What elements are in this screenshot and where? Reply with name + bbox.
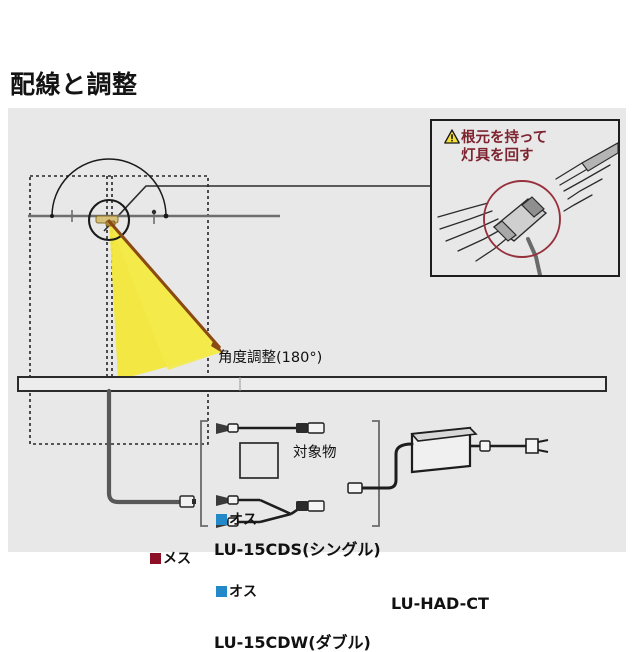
warning-line-1: 根元を持って bbox=[461, 130, 548, 146]
ac-adapter-graphic bbox=[347, 426, 549, 494]
diagram-graphics bbox=[17, 158, 607, 528]
cable-options-bracket-right bbox=[372, 420, 380, 527]
legend-female-connector: メス bbox=[150, 552, 191, 566]
legend-male-connector-single: オス bbox=[216, 513, 257, 527]
warning-inset-box: 根元を持って 灯具を回す bbox=[430, 119, 620, 277]
cabinet-outline-dashed bbox=[29, 175, 209, 445]
part-number-double-cable: LU-15CDW(ダブル) bbox=[214, 633, 371, 652]
light-fixture-barrel bbox=[492, 196, 548, 242]
rotation-arc-180 bbox=[50, 158, 169, 219]
fixture-cable-route bbox=[106, 388, 196, 508]
fixture-cable-tail bbox=[526, 237, 542, 275]
callout-leader-line bbox=[103, 185, 433, 232]
legend-female-label: メス bbox=[163, 551, 191, 567]
upper-shelf-line bbox=[28, 209, 280, 224]
upper-sleeve-shading bbox=[581, 142, 618, 172]
aim-direction-arrow bbox=[106, 218, 224, 354]
angle-adjustment-label: 角度調整(180°) bbox=[218, 350, 323, 366]
lower-shelf-slab bbox=[17, 376, 607, 392]
legend-male-double-label: オス bbox=[229, 584, 257, 600]
single-cable-graphic bbox=[216, 422, 325, 434]
warning-triangle-icon bbox=[444, 129, 460, 144]
warning-message: 根元を持って 灯具を回す bbox=[444, 129, 547, 165]
page-title: 配線と調整 bbox=[10, 70, 138, 99]
target-object-box bbox=[239, 442, 279, 479]
part-number-adapter: LU-HAD-CT bbox=[391, 594, 489, 613]
legend-male-connector-double: オス bbox=[216, 585, 257, 599]
warning-line-2: 灯具を回す bbox=[461, 147, 534, 164]
cable-options-bracket-left bbox=[200, 420, 208, 527]
lower-hand-illustration bbox=[437, 202, 507, 262]
part-number-single-cable: LU-15CDS(シングル) bbox=[214, 540, 381, 559]
female-swatch-icon bbox=[150, 553, 161, 564]
highlight-circle bbox=[483, 180, 561, 258]
male-swatch-icon bbox=[216, 514, 227, 525]
legend-male-single-label: オス bbox=[229, 512, 257, 528]
target-object-label: 対象物 bbox=[293, 445, 337, 461]
hand-rotating-fixture-illustration bbox=[437, 142, 618, 275]
light-beam-cone bbox=[109, 220, 222, 380]
male-swatch-icon bbox=[216, 586, 227, 597]
fixture-highlight-circle bbox=[87, 198, 131, 242]
